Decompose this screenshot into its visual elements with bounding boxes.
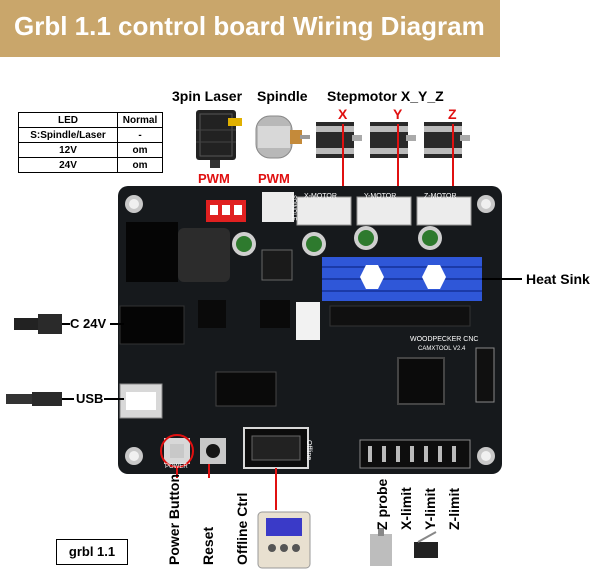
limit-switch-icon xyxy=(414,531,438,558)
power-button-label: Power Button xyxy=(166,474,182,565)
heat-sink-label: Heat Sink xyxy=(526,271,590,287)
usb-cable-icon xyxy=(6,392,124,406)
x-limit-label: X-limit xyxy=(398,487,414,530)
axis-x-label: X xyxy=(338,106,348,122)
spindle-label: Spindle xyxy=(257,88,308,104)
dc-power-plug-icon xyxy=(14,314,124,334)
laser-label: 3pin Laser xyxy=(172,88,243,104)
bottom-pointer-lines xyxy=(176,464,277,510)
title-banner xyxy=(0,0,500,57)
offline-ctrl-label: Offline Ctrl xyxy=(234,492,250,565)
power-silk: POWER xyxy=(165,464,188,470)
spindle-silk: SPINDLE xyxy=(290,195,296,221)
brand-silk: WOODPECKER CNC xyxy=(410,336,479,343)
laser-module-icon xyxy=(196,110,242,168)
offline-controller-icon xyxy=(257,511,311,569)
stepper-motor-x-icon xyxy=(316,122,362,158)
reset-label: Reset xyxy=(200,526,216,565)
z-motor-silk: Z-MOTOR xyxy=(424,193,457,200)
page-title: Grbl 1.1 control board Wiring Diagram xyxy=(14,11,485,41)
offline-silk: Offline xyxy=(305,440,312,461)
stepper-motor-z-icon xyxy=(424,122,470,158)
stepmotor-label: Stepmotor X_Y_Z xyxy=(327,88,444,104)
z-probe-icon xyxy=(370,528,392,566)
axis-z-label: Z xyxy=(448,106,457,122)
spindle-motor-icon xyxy=(255,115,310,159)
pwm-spindle-label: PWM xyxy=(258,171,290,186)
c24v-label: C 24V xyxy=(70,316,107,331)
led-status-table: LED Normal S:Spindle/Laser - 12V om 24V … xyxy=(18,112,163,173)
y-limit-label: Y-limit xyxy=(422,487,438,530)
usb-label: USB xyxy=(76,391,104,406)
control-board xyxy=(118,186,502,474)
axis-y-label: Y xyxy=(393,106,403,122)
model-silk: CAMXTOOL V2.4 xyxy=(418,346,466,352)
stepper-motor-y-icon xyxy=(370,122,416,158)
z-probe-label: Z probe xyxy=(374,478,390,530)
x-motor-silk: X-MOTOR xyxy=(304,193,337,200)
y-motor-silk: Y-MOTOR xyxy=(364,193,397,200)
z-limit-label: Z-limit xyxy=(446,488,462,530)
pwm-laser-label: PWM xyxy=(198,171,230,186)
version-label: grbl 1.1 xyxy=(56,539,128,565)
led-row-value: om xyxy=(117,157,163,173)
